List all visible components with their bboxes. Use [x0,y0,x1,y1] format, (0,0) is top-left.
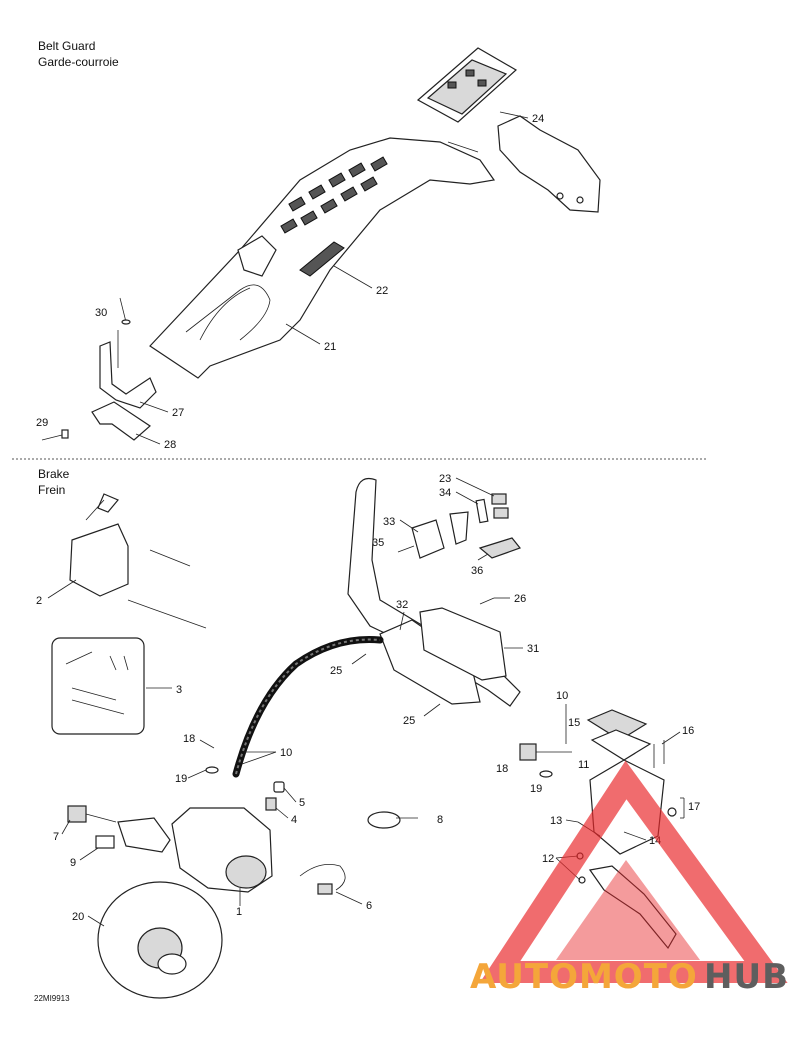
brake-title-en: Brake [38,467,70,481]
brake-title: Brake Frein [38,466,69,498]
part-3-kit-box [51,637,145,735]
part-31-cover [419,607,507,681]
part-23-switch [491,493,509,519]
part-20-brake-disc [97,881,223,999]
watermark-logo [479,760,788,983]
part-34-spring [475,498,489,524]
callout-19b: 19 [530,783,542,795]
part-35-screw [397,545,415,553]
watermark-text-part2: HUB [704,957,789,997]
callout-3: 3 [176,684,182,696]
part-30-rivet [119,297,131,325]
part-24-decal [416,47,518,123]
callout-33: 33 [383,516,395,528]
callout-21: 21 [324,341,336,353]
callout-25a: 25 [330,665,342,677]
callout-10b: 10 [556,690,568,702]
part-25-screws [351,653,441,717]
callout-20: 20 [72,911,84,923]
part-18-banjo-bolt [519,743,572,761]
callout-30: 30 [95,307,107,319]
callout-25b: 25 [403,715,415,727]
callout-32: 32 [396,599,408,611]
callout-17: 17 [688,801,700,813]
part-33-plate [411,519,445,559]
callout-34: 34 [439,487,451,499]
part-32-switch-housing [379,619,481,705]
drawing-code: 22MI9913 [34,994,70,1003]
callout-4: 4 [291,814,297,826]
belt-guard-title-fr: Garde-courroie [38,55,119,69]
part-7-bolt [67,805,117,823]
callout-29: 29 [36,417,48,429]
callout-15: 15 [568,717,580,729]
callout-22: 22 [376,285,388,297]
callout-18a: 18 [183,733,195,745]
callout-18b: 18 [496,763,508,775]
part-10-brake-hose [232,636,384,778]
part-27-bracket [99,330,157,409]
part-16-screws [653,740,665,768]
part-8-clamp [367,811,418,829]
callout-13: 13 [550,815,562,827]
callout-27: 27 [172,407,184,419]
part-26-screw [479,597,495,605]
callout-11: 11 [578,759,589,771]
callout-35: 35 [372,537,384,549]
part-19-washers [205,766,553,778]
callout-7: 7 [53,831,59,843]
callout-16: 16 [682,725,694,737]
callout-31: 31 [527,643,539,655]
callout-9: 9 [70,857,76,869]
guard-bracket [497,115,601,213]
part-6-wire [299,863,346,895]
callout-24: 24 [532,113,544,125]
belt-guard-title-en: Belt Guard [38,39,96,53]
part-9-clip [95,835,115,849]
part-5-cap [273,781,285,793]
callout-5: 5 [299,797,305,809]
part-15-reservoir-cap [586,709,652,761]
callout-36: 36 [471,565,483,577]
brake-title-fr: Frein [38,483,66,497]
part-28-bracket [91,401,151,441]
callout-10a: 10 [280,747,292,759]
callout-1: 1 [236,906,242,918]
callout-23: 23 [439,473,451,485]
part-2-kit [69,493,207,629]
callout-26: 26 [514,593,526,605]
part-22-decal [299,241,345,277]
leader-24-guard [447,141,479,153]
belt-guard-title: Belt Guard Garde-courroie [38,38,119,70]
callout-8: 8 [437,814,443,826]
callout-2: 2 [36,595,42,607]
part-36-clip [449,511,521,559]
callout-6: 6 [366,900,372,912]
part-29-screw [41,429,69,441]
part-1-caliper [117,807,273,893]
watermark-text-part1: AUTOMOTO [470,957,698,997]
part-17-switch [667,807,677,817]
part-4-bleeder [265,797,277,811]
callout-19a: 19 [175,773,187,785]
callout-28: 28 [164,439,176,451]
callout-12: 12 [542,853,554,865]
